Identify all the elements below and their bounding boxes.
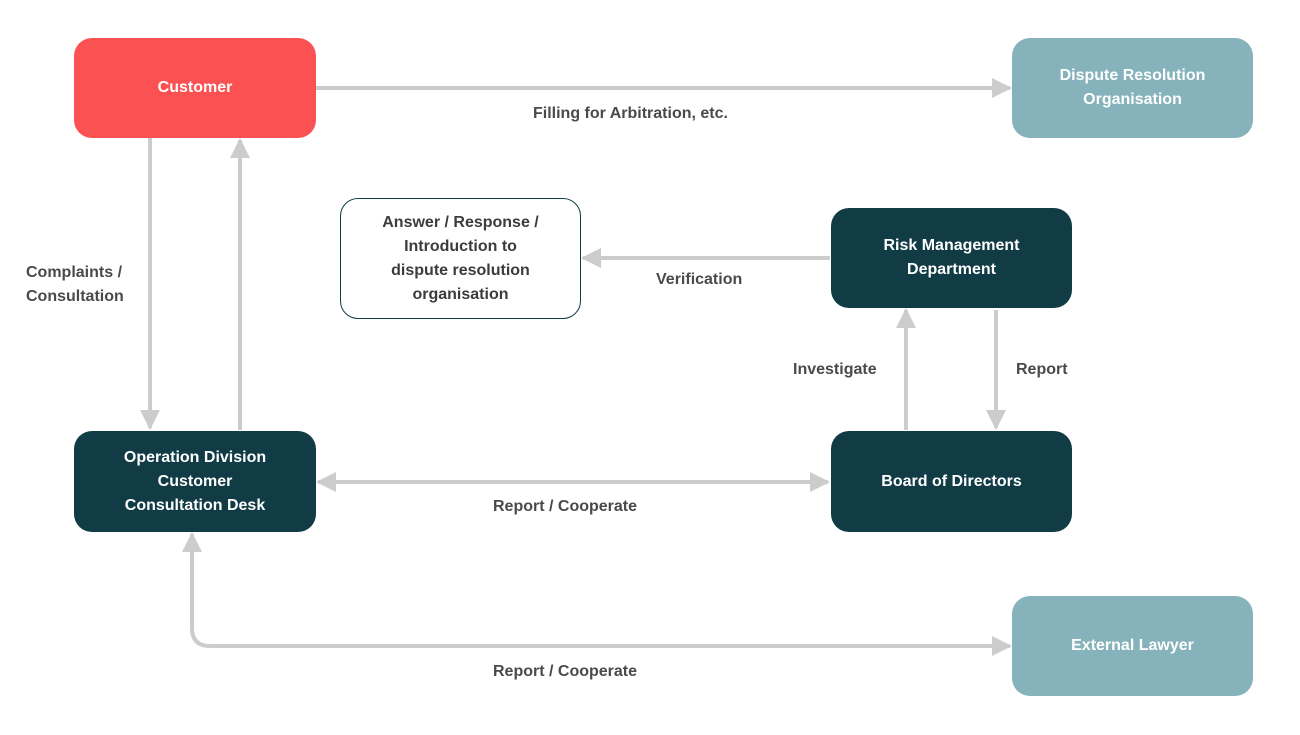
node-risk-management: Risk Management Department <box>831 208 1072 308</box>
node-external-lawyer: External Lawyer <box>1012 596 1253 696</box>
edge-label-verification: Verification <box>656 271 743 288</box>
node-risk-management-label: Risk Management Department <box>883 237 1020 278</box>
edge-label-report-cooperate-lawyer: Report / Cooperate <box>493 663 638 680</box>
edge-label-complaints: Complaints / Consultation <box>26 264 124 305</box>
arrow-operation-lawyer <box>182 532 1012 656</box>
edge-label-report: Report <box>1016 361 1068 378</box>
node-board-label: Board of Directors <box>881 472 1022 490</box>
node-operation-division: Operation Division Customer Consultation… <box>74 431 316 532</box>
node-board-of-directors: Board of Directors <box>831 431 1072 532</box>
node-customer-label: Customer <box>157 79 233 96</box>
node-external-lawyer-label: External Lawyer <box>1071 637 1194 654</box>
edge-label-report-cooperate-board: Report / Cooperate <box>493 498 638 515</box>
node-customer: Customer <box>74 38 316 138</box>
edge-label-filling: Filling for Arbitration, etc. <box>533 105 728 122</box>
node-operation-label: Operation Division Customer Consultation… <box>123 448 267 514</box>
edge-label-investigate: Investigate <box>793 361 877 378</box>
node-answer-label: Answer / Response / Introduction to disp… <box>382 213 539 303</box>
node-answer-response: Answer / Response / Introduction to disp… <box>340 198 581 319</box>
node-dispute-resolution-label: Dispute Resolution Organisation <box>1059 67 1206 108</box>
node-dispute-resolution-organisation: Dispute Resolution Organisation <box>1012 38 1253 138</box>
